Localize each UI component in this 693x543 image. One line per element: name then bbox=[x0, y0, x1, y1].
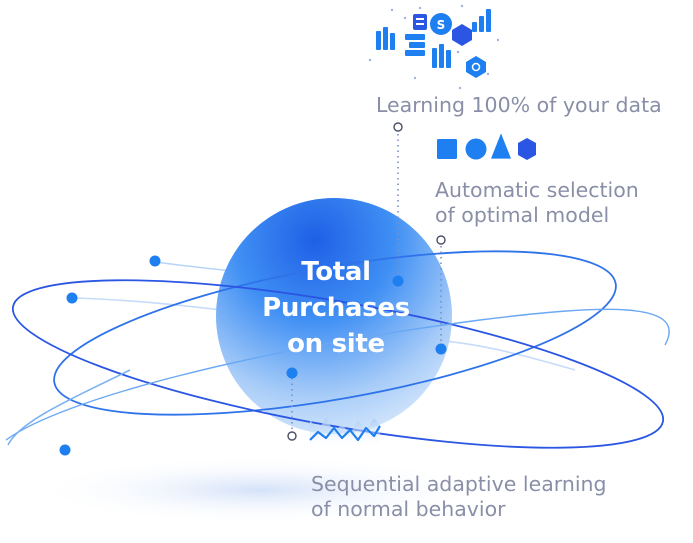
caption-data-learning: Learning 100% of your data bbox=[376, 93, 662, 117]
center-label-line: Purchases bbox=[262, 293, 410, 323]
wave-chart-icon bbox=[309, 418, 381, 448]
svg-text:S: S bbox=[437, 18, 446, 32]
orbit-ring-3 bbox=[5, 308, 670, 441]
connectors bbox=[291, 134, 442, 430]
triangle-icon bbox=[491, 133, 511, 159]
connector-endpoints bbox=[287, 122, 446, 441]
orbit-node bbox=[149, 255, 161, 267]
orbit-nodes bbox=[59, 255, 447, 456]
stack-icon bbox=[405, 34, 425, 56]
sheet-icon bbox=[413, 14, 427, 30]
center-label: Total Purchases on site bbox=[228, 254, 444, 362]
data-source-icons: S bbox=[368, 4, 500, 90]
query-hexagon-icon bbox=[466, 56, 486, 78]
small-hex-icon bbox=[452, 24, 472, 46]
caption-model-selection: Automatic selection of optimal model bbox=[435, 178, 639, 227]
orbit-node bbox=[59, 444, 71, 456]
orbit-node bbox=[435, 343, 447, 355]
bars-icon bbox=[376, 27, 395, 50]
signal-bars-icon bbox=[472, 9, 491, 32]
model-icons bbox=[437, 133, 536, 160]
ground-shadow bbox=[30, 456, 490, 524]
hexagon-icon bbox=[518, 138, 536, 160]
bars-icon bbox=[432, 44, 451, 68]
square-icon bbox=[437, 139, 457, 159]
orbit-node bbox=[286, 367, 298, 379]
caption-sequential-learning: Sequential adaptive learning of normal b… bbox=[311, 472, 607, 521]
center-label-line: on site bbox=[287, 329, 385, 359]
orbit-node bbox=[392, 275, 404, 287]
orbit-node bbox=[66, 292, 78, 304]
center-label-line: Total bbox=[301, 257, 371, 287]
circle-icon bbox=[465, 138, 487, 160]
s-badge-icon: S bbox=[430, 13, 452, 35]
orbit-arc-left bbox=[7, 369, 131, 446]
scatter-dots bbox=[368, 4, 500, 90]
orbit-ring-1 bbox=[53, 250, 617, 416]
